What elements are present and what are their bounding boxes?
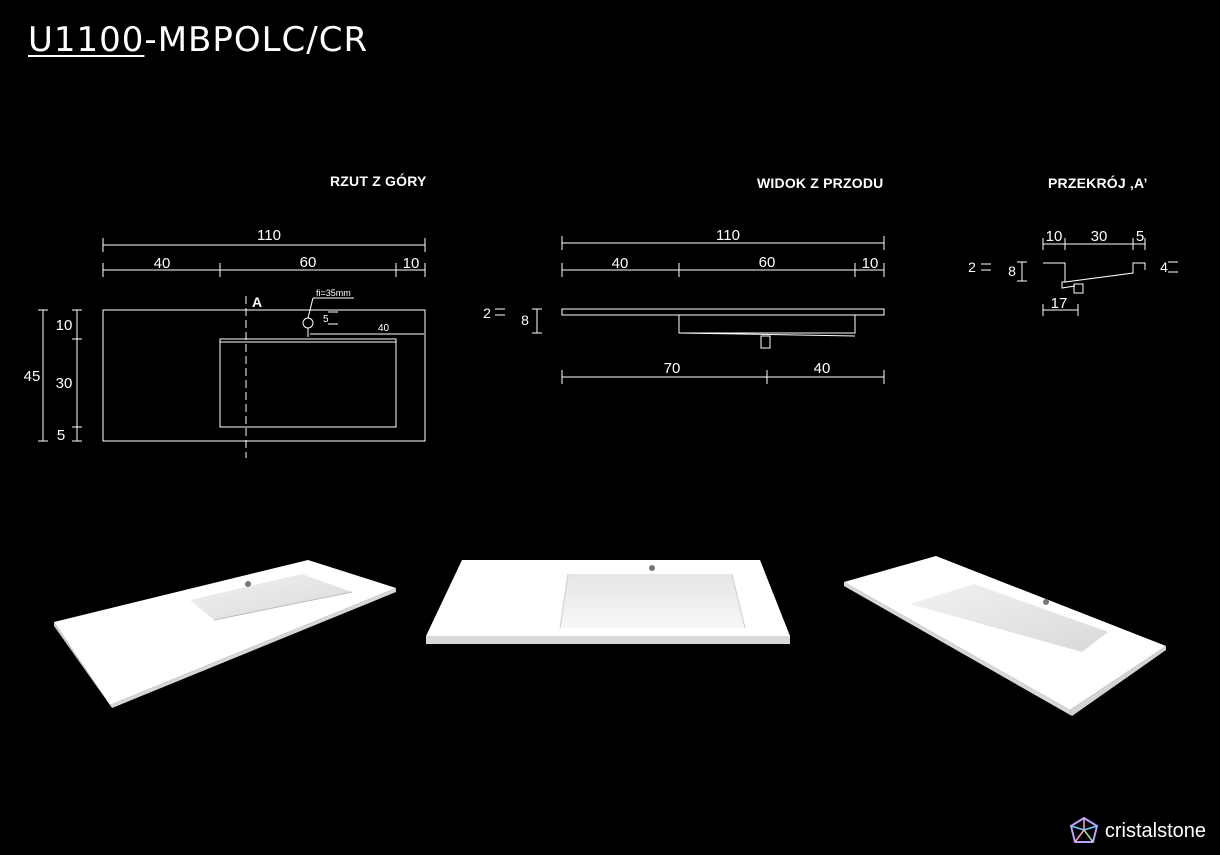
section-dim-a: 10 xyxy=(1046,228,1063,245)
front-dim-slab: 2 xyxy=(483,305,491,321)
render-left-view xyxy=(54,560,396,708)
top-dim-right: 10 xyxy=(403,255,420,272)
tap-hole-offset: 5 xyxy=(323,314,329,325)
section-dim-height: 8 xyxy=(1008,263,1016,279)
section-dim-right: 4 xyxy=(1160,259,1168,275)
top-dim-front: 5 xyxy=(57,427,65,444)
front-dim-left: 40 xyxy=(612,255,629,272)
model-code: U1100 xyxy=(28,20,145,60)
model-suffix: -MBPOLC/CR xyxy=(144,20,369,60)
front-dim-bottom-left: 70 xyxy=(664,360,681,377)
section-view-heading: PRZEKRÓJ ‚A’ xyxy=(1048,175,1148,191)
tap-hole-label: fi=35mm xyxy=(316,288,351,298)
section-dim-c: 5 xyxy=(1136,228,1144,245)
tap-hole-distance: 40 xyxy=(378,323,390,334)
section-dim-bottom: 17 xyxy=(1051,295,1068,312)
top-dim-basin: 30 xyxy=(56,375,73,392)
top-dim-total: 110 xyxy=(257,227,281,244)
product-renders xyxy=(54,556,1166,716)
section-mark-top: A xyxy=(252,294,262,310)
crystal-gem-icon xyxy=(1069,817,1098,843)
top-dim-left: 40 xyxy=(154,255,171,272)
section-dim-b: 30 xyxy=(1091,228,1108,245)
front-dim-total: 110 xyxy=(716,227,740,244)
front-dim-mid: 60 xyxy=(759,254,776,271)
top-view-heading: RZUT Z GÓRY xyxy=(330,173,427,189)
front-dim-bottom-right: 40 xyxy=(814,360,831,377)
front-dim-right: 10 xyxy=(862,255,879,272)
technical-drawing: 110 40 60 10 45 10 30 5 fi=35mm 5 40 A 1… xyxy=(24,227,1178,458)
top-dim-mid: 60 xyxy=(300,254,317,271)
front-dim-height: 8 xyxy=(521,312,529,328)
render-right-view xyxy=(844,556,1166,716)
brand-logo: cristalstone xyxy=(1069,817,1206,845)
render-center-view xyxy=(426,560,790,644)
front-view-heading: WIDOK Z PRZODU xyxy=(757,175,884,191)
product-title: U1100-MBPOLC/CR xyxy=(28,18,368,62)
section-dim-slab: 2 xyxy=(968,259,976,275)
top-dim-depth: 45 xyxy=(24,368,41,385)
top-dim-back: 10 xyxy=(56,317,73,334)
brand-name: cristalstone xyxy=(1104,819,1206,842)
